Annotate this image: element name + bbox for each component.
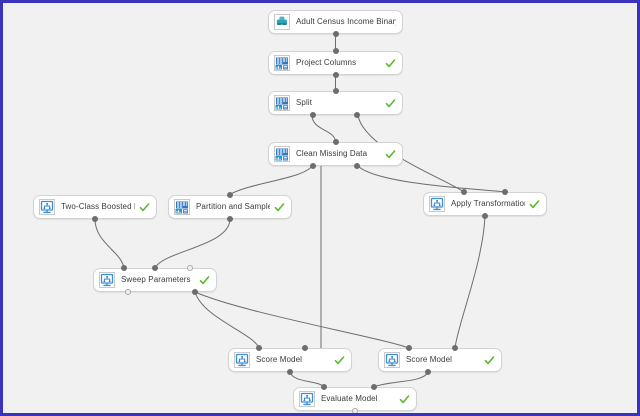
input-port-score-model-left-1[interactable]	[301, 345, 308, 351]
module-node-label: Adult Census Income Binary C...	[296, 17, 396, 26]
output-port-apply-transformation-0[interactable]	[482, 213, 488, 219]
output-port-score-model-right-0[interactable]	[424, 369, 431, 375]
module-node-partition-and-sample[interactable]: Partition and Sample	[168, 195, 292, 219]
input-port-evaluate-model-0[interactable]	[321, 384, 327, 390]
input-port-project-columns-0[interactable]	[332, 48, 339, 54]
edge-sweep-parameters-to-score-model-left[interactable]	[194, 291, 260, 349]
ml-algorithm-icon	[99, 272, 115, 288]
output-port-score-model-left-0[interactable]	[287, 369, 293, 375]
ml-algorithm-icon	[39, 199, 55, 215]
dataset-icon	[274, 14, 290, 30]
output-port-clean-missing-data-0[interactable]	[309, 163, 316, 169]
output-port-sweep-parameters-0[interactable]	[124, 289, 131, 295]
input-port-score-model-right-1[interactable]	[451, 345, 458, 351]
status-check-icon	[274, 202, 285, 211]
status-check-icon	[385, 58, 396, 67]
module-node-label: Split	[296, 98, 313, 107]
status-check-icon	[484, 355, 495, 364]
input-port-score-model-left-0[interactable]	[256, 345, 262, 351]
status-check-icon	[385, 149, 396, 158]
data-transform-icon	[174, 199, 190, 215]
edge-clean-missing-data-to-apply-transformation[interactable]	[357, 165, 506, 193]
input-port-sweep-parameters-0[interactable]	[121, 265, 127, 271]
module-node-label: Evaluate Model	[321, 394, 378, 403]
experiment-canvas[interactable]: Adult Census Income Binary C... Project C…	[3, 3, 637, 413]
edge-split-to-clean-missing-data[interactable]	[311, 114, 336, 143]
module-node-split[interactable]: Split	[268, 91, 403, 115]
ml-algorithm-icon	[299, 391, 315, 407]
input-port-partition-and-sample-0[interactable]	[227, 192, 233, 198]
module-node-project-columns[interactable]: Project Columns	[268, 51, 403, 75]
status-check-icon	[334, 355, 345, 364]
module-node-sweep-parameters[interactable]: Sweep Parameters	[93, 268, 217, 292]
input-port-evaluate-model-1[interactable]	[370, 384, 377, 390]
edge-apply-transformation-to-score-model-right[interactable]	[454, 215, 486, 349]
module-node-label: Sweep Parameters	[121, 275, 191, 284]
input-port-sweep-parameters-1[interactable]	[152, 265, 158, 271]
input-port-clean-missing-data-0[interactable]	[332, 139, 339, 145]
status-check-icon	[399, 394, 410, 403]
module-node-label: Score Model	[256, 355, 303, 364]
edge-score-model-left-to-evaluate-model[interactable]	[289, 371, 325, 388]
output-port-project-columns-0[interactable]	[332, 72, 339, 78]
input-port-apply-transformation-0[interactable]	[460, 189, 467, 195]
module-node-label: Partition and Sample	[196, 202, 270, 211]
output-port-partition-and-sample-0[interactable]	[227, 216, 233, 222]
edge-two-class-boosted-decision-tree-to-sweep-parameters[interactable]	[94, 218, 125, 269]
edge-partition-and-sample-to-sweep-parameters[interactable]	[154, 218, 231, 269]
output-port-clean-missing-data-1[interactable]	[354, 163, 361, 169]
module-node-label: Apply Transformation	[451, 199, 525, 208]
data-transform-icon	[274, 95, 290, 111]
status-check-icon	[199, 275, 210, 284]
output-port-split-1[interactable]	[354, 112, 361, 118]
module-node-score-model-right[interactable]: Score Model	[378, 348, 502, 372]
data-transform-icon	[274, 146, 290, 162]
data-transform-icon	[274, 55, 290, 71]
ml-algorithm-icon	[234, 352, 250, 368]
output-port-sweep-parameters-1[interactable]	[191, 289, 198, 295]
output-port-evaluate-model-0[interactable]	[352, 408, 358, 413]
output-port-split-0[interactable]	[309, 112, 316, 118]
edge-clean-missing-data-to-partition-and-sample[interactable]	[228, 165, 313, 196]
module-node-clean-missing-data[interactable]: Clean Missing Data	[268, 142, 403, 166]
ml-algorithm-icon	[384, 352, 400, 368]
input-port-apply-transformation-1[interactable]	[501, 189, 508, 195]
module-node-label: Score Model	[406, 355, 453, 364]
input-port-split-0[interactable]	[332, 88, 339, 94]
input-port-sweep-parameters-2[interactable]	[186, 265, 193, 271]
status-check-icon	[529, 199, 540, 208]
module-node-label: Project Columns	[296, 58, 357, 67]
status-check-icon	[385, 98, 396, 107]
module-node-adult-census-income-binary-classification-dataset[interactable]: Adult Census Income Binary C...	[268, 10, 403, 34]
input-port-score-model-right-0[interactable]	[406, 345, 412, 351]
module-node-label: Clean Missing Data	[296, 149, 368, 158]
module-node-score-model-left[interactable]: Score Model	[228, 348, 352, 372]
edge-sweep-parameters-to-score-model-right[interactable]	[194, 291, 410, 349]
output-port-adult-census-income-binary-classification-dataset-0[interactable]	[332, 31, 339, 37]
module-node-apply-transformation[interactable]: Apply Transformation	[423, 192, 547, 216]
status-check-icon	[139, 202, 150, 211]
module-node-label: Two-Class Boosted Decision T...	[61, 202, 135, 211]
output-port-two-class-boosted-decision-tree-0[interactable]	[92, 216, 98, 222]
ml-algorithm-icon	[429, 196, 445, 212]
edge-score-model-right-to-evaluate-model[interactable]	[372, 371, 429, 388]
module-node-evaluate-model[interactable]: Evaluate Model	[293, 387, 417, 411]
